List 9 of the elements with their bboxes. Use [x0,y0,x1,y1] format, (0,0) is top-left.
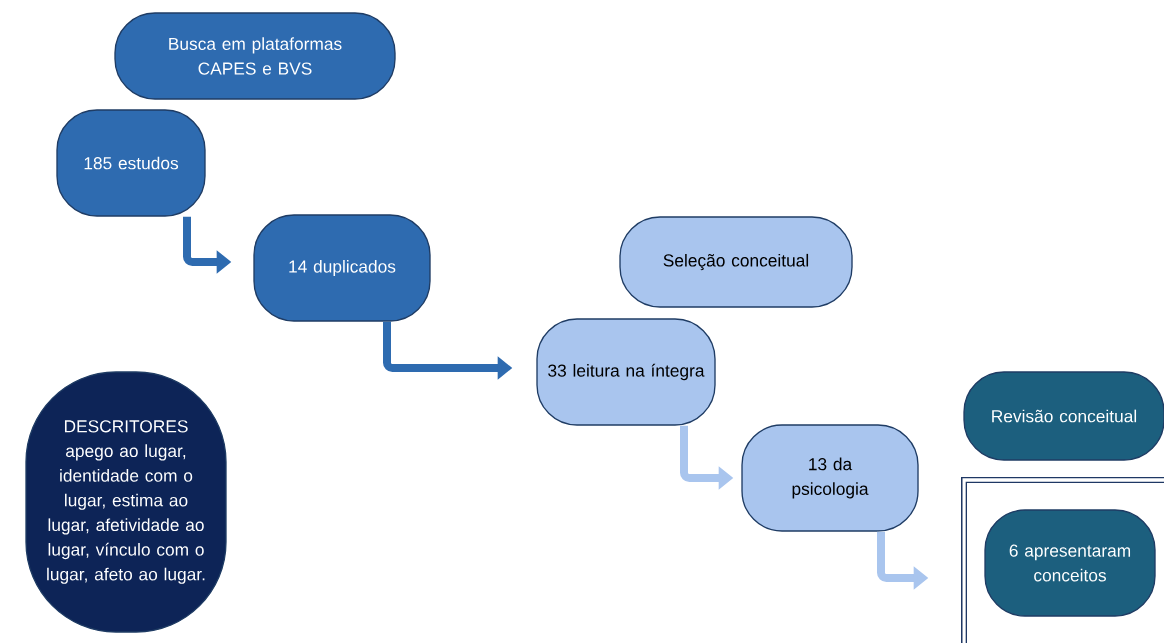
phase-box: Revisão conceitual [963,371,1164,461]
descriptor-box: DESCRITORES apego ao lugar, identidade com o lugar, estima ao lugar, afetividade ao lugar, vínculo com o lugar, afeto ao lugar. [25,371,227,633]
result-box: 6 apresentaram conceitos [984,509,1156,617]
process-box: 13 da psicologia [741,424,919,532]
process-box: Busca em plataformas CAPES e BVS [114,12,396,100]
phase-box: Seleção conceitual [619,216,853,308]
process-box: 14 duplicados [253,214,431,322]
process-box: 185 estudos [56,109,206,217]
process-box: 33 leitura na íntegra [536,318,716,426]
